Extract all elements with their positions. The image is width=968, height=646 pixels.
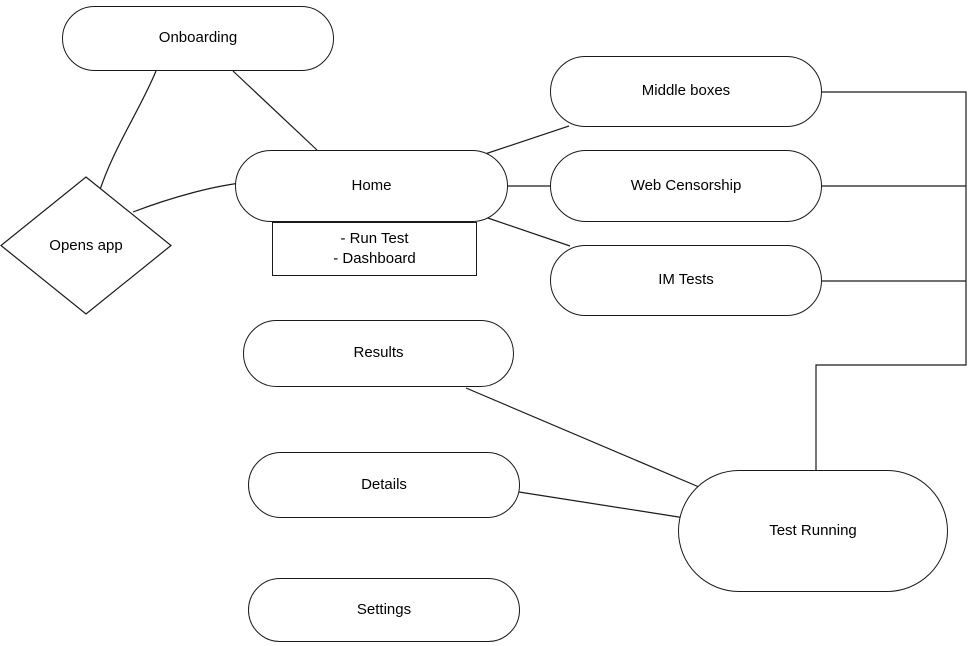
node-home-actions-label: - Run Test - Dashboard bbox=[333, 229, 416, 267]
node-web-censorship[interactable]: Web Censorship bbox=[550, 150, 822, 222]
diamond-shape bbox=[0, 176, 172, 315]
node-test-running-label: Test Running bbox=[769, 521, 857, 539]
node-home[interactable]: Home bbox=[235, 150, 508, 222]
node-opens-app-label: Opens app bbox=[49, 237, 123, 254]
edge-onboarding-opens-app bbox=[97, 70, 157, 197]
node-onboarding[interactable]: Onboarding bbox=[62, 6, 334, 71]
node-home-label: Home bbox=[351, 176, 392, 194]
edge-home-im-tests bbox=[481, 215, 571, 247]
edge-details-test-running bbox=[518, 491, 686, 519]
node-opens-app[interactable]: Opens app bbox=[0, 176, 172, 315]
edge-middle-boxes-test-running bbox=[815, 91, 967, 470]
node-im-tests[interactable]: IM Tests bbox=[550, 245, 822, 316]
node-settings-label: Settings bbox=[356, 600, 412, 618]
node-middle-boxes[interactable]: Middle boxes bbox=[550, 56, 822, 127]
node-middle-boxes-label: Middle boxes bbox=[641, 82, 731, 100]
edge-onboarding-home bbox=[232, 70, 318, 151]
node-test-running[interactable]: Test Running bbox=[678, 470, 948, 592]
edge-results-test-running bbox=[465, 387, 700, 488]
node-details[interactable]: Details bbox=[248, 452, 520, 518]
node-settings[interactable]: Settings bbox=[248, 578, 520, 642]
node-results[interactable]: Results bbox=[243, 320, 514, 387]
edge-home-middle-boxes bbox=[481, 125, 570, 156]
node-results-label: Results bbox=[353, 344, 404, 362]
edge-opens-app-home bbox=[132, 182, 242, 213]
node-home-actions: - Run Test - Dashboard bbox=[272, 222, 477, 276]
node-web-censorship-label: Web Censorship bbox=[630, 176, 742, 194]
node-onboarding-label: Onboarding bbox=[158, 29, 238, 47]
node-details-label: Details bbox=[361, 475, 407, 493]
node-im-tests-label: IM Tests bbox=[658, 271, 714, 289]
